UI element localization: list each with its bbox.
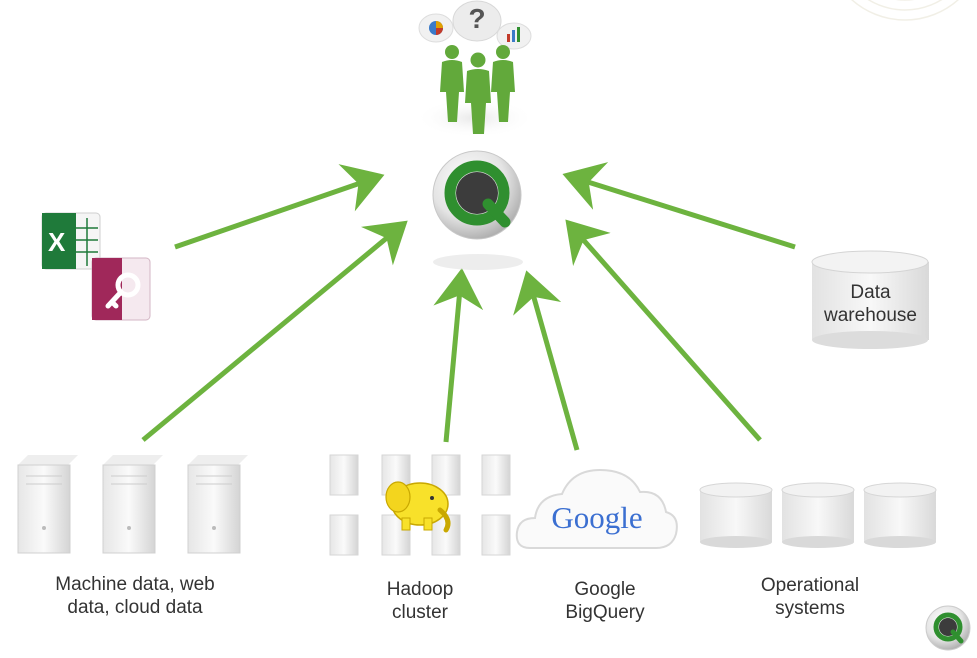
people-icon — [415, 0, 535, 138]
question-bubble — [452, 0, 502, 42]
arrow-machine — [141, 220, 408, 442]
database-icon — [863, 482, 937, 548]
server-icon — [17, 455, 78, 554]
hadoop-label: Hadoop cluster — [370, 578, 470, 624]
operational-label-line2: systems — [775, 598, 845, 619]
database-icon — [699, 482, 773, 548]
server-icon — [102, 455, 163, 554]
excel-icon: X — [41, 212, 101, 270]
hadoop-label-line2: cluster — [392, 602, 448, 623]
svg-text:X: X — [48, 227, 66, 257]
corner-decoration — [850, 0, 960, 21]
bigquery-label-line1: Google — [574, 579, 636, 600]
bigquery-label: Google BigQuery — [550, 578, 660, 624]
warehouse-label: Data warehouse — [812, 281, 929, 327]
access-icon — [91, 257, 151, 321]
cloud-icon — [515, 468, 678, 549]
google-logo-text: Google — [551, 500, 643, 535]
machine-data-label-line1: Machine data, web — [55, 574, 215, 595]
arrow-warehouse — [562, 162, 796, 250]
qlik-corner-logo-icon — [925, 605, 971, 651]
arrow-operational — [565, 219, 762, 442]
warehouse-database-icon — [811, 250, 929, 349]
arrow-office — [174, 164, 385, 250]
bigquery-label-line2: BigQuery — [565, 602, 645, 623]
operational-databases — [699, 482, 937, 548]
machine-data-label: Machine data, web data, cloud data — [20, 573, 250, 619]
arrow-bigquery — [513, 270, 580, 451]
arrows — [141, 162, 796, 451]
server-icon — [187, 455, 248, 554]
arrow-hadoop — [433, 268, 484, 443]
database-icon — [781, 482, 855, 548]
hadoop-elephant-icon — [385, 481, 451, 533]
operational-label: Operational systems — [740, 574, 880, 620]
warehouse-label-line2: warehouse — [824, 305, 917, 326]
warehouse-label-line1: Data — [850, 282, 891, 303]
question-mark: ? — [468, 3, 486, 34]
qlik-hub-icon — [432, 150, 523, 270]
machine-data-label-line2: data, cloud data — [67, 597, 203, 618]
operational-label-line1: Operational — [760, 575, 860, 596]
machine-servers — [17, 455, 248, 554]
hadoop-label-line1: Hadoop — [386, 579, 454, 600]
